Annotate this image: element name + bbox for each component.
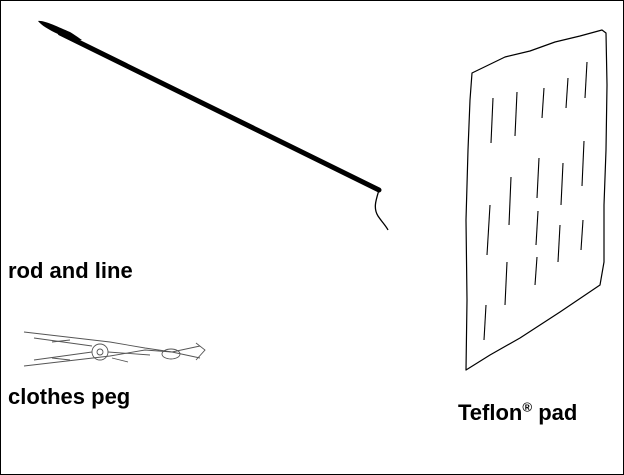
registered-mark: ® <box>522 399 533 415</box>
rod-shaft <box>57 30 382 193</box>
clothes-peg-icon <box>23 331 206 367</box>
fishing-rod-icon <box>38 20 389 231</box>
fishing-line <box>374 189 389 231</box>
rod-and-line-label: rod and line <box>8 258 133 283</box>
pad-outline <box>465 29 608 371</box>
pad-texture <box>483 61 588 341</box>
teflon-pad-label-suffix: pad <box>532 400 578 425</box>
teflon-pad-label: Teflon® pad <box>458 399 578 425</box>
teflon-pad-icon <box>465 29 608 371</box>
clothes-peg-label: clothes peg <box>8 384 131 409</box>
teflon-pad-label-name: Teflon <box>458 400 523 425</box>
